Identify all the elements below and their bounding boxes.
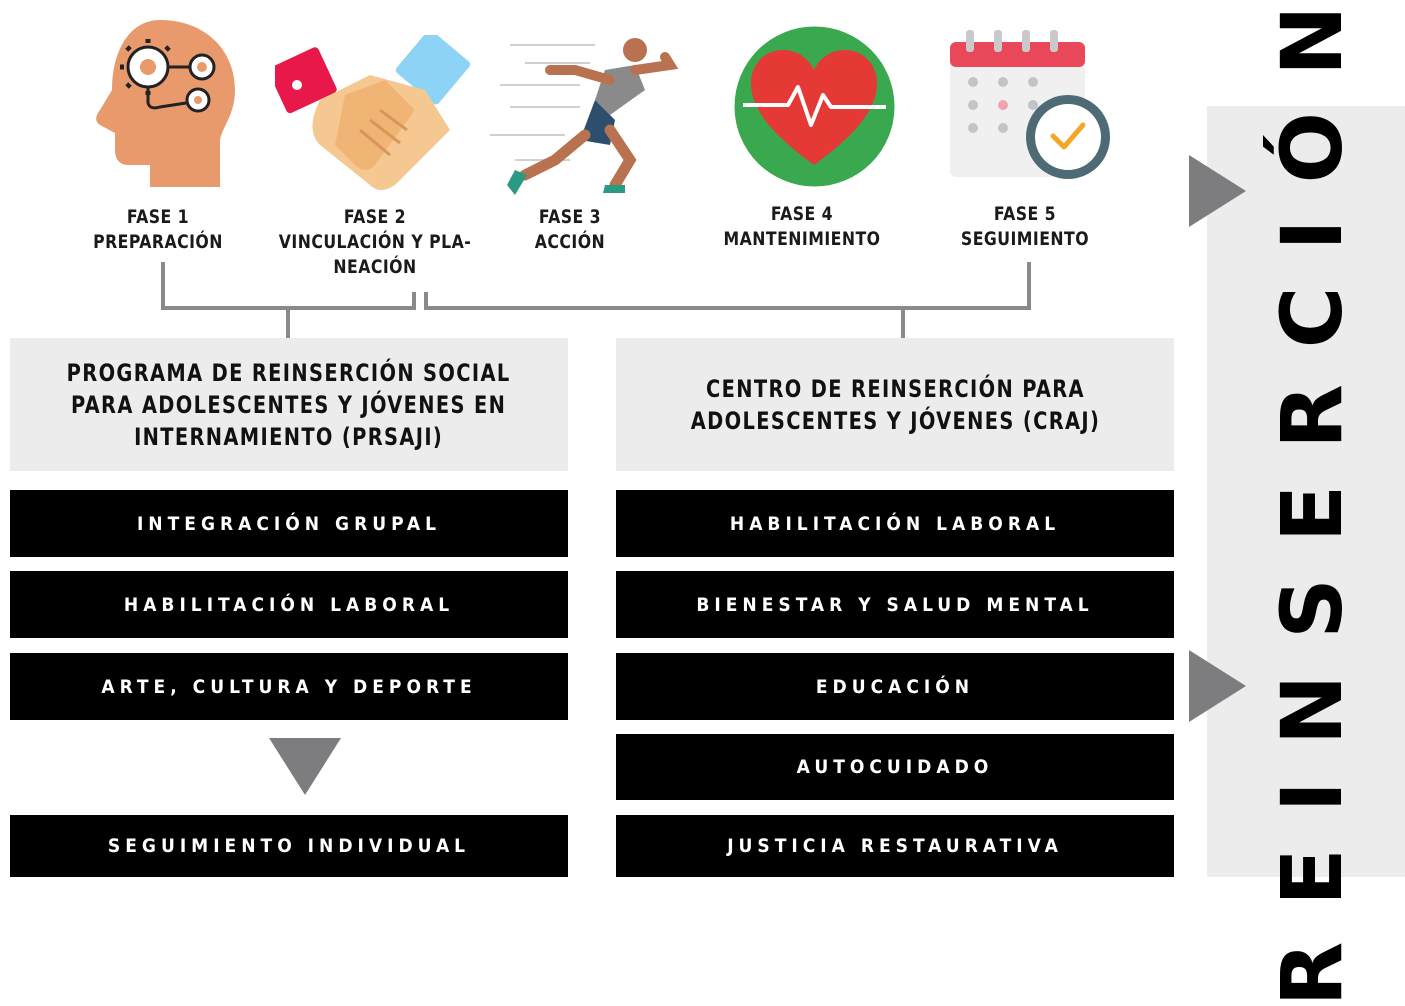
craj-item: JUSTICIA RESTAURATIVA	[616, 815, 1174, 877]
head-gears-icon	[90, 15, 240, 190]
reinsercion-label: REINSERCIÓN	[1263, 0, 1361, 1006]
phase-title: FASE 3	[538, 206, 602, 228]
craj-item: HABILITACIÓN LABORAL	[616, 490, 1174, 557]
prsaji-item: ARTE, CULTURA Y DEPORTE	[10, 653, 568, 720]
program-prsaji-title-line1: PROGRAMA DE REINSERCIÓN SOCIAL	[67, 358, 511, 387]
program-prsaji-box: PROGRAMA DE REINSERCIÓN SOCIAL PARA ADOL…	[10, 338, 568, 471]
phase-5-label: FASE 5 SEGUIMIENTO	[951, 202, 1098, 252]
program-craj-box: CENTRO DE REINSERCIÓN PARA ADOLESCENTES …	[616, 338, 1174, 471]
phase-title: FASE 2	[343, 206, 407, 228]
phase-1-label: FASE 1 PREPARACIÓN	[84, 205, 231, 255]
handshake-icon	[275, 35, 470, 200]
phase-2-label: FASE 2 VINCULACIÓN Y PLA- NEACIÓN	[278, 205, 471, 280]
program-prsaji-title-line2: PARA ADOLESCENTES Y JÓVENES EN	[71, 390, 507, 419]
program-craj-title-line2: ADOLESCENTES Y JÓVENES (CRAJ)	[690, 406, 1100, 435]
phase-name: ACCIÓN	[534, 231, 606, 253]
bracket-left-vertical-b	[412, 292, 416, 310]
phase-name-line1: VINCULACIÓN Y PLA-	[278, 231, 472, 253]
prsaji-item: HABILITACIÓN LABORAL	[10, 571, 568, 638]
phase-name: PREPARACIÓN	[93, 231, 223, 253]
right-arrow-icon	[1189, 155, 1246, 227]
runner-icon	[485, 35, 680, 200]
reinsercion-panel	[1207, 106, 1405, 877]
heart-pulse-icon	[733, 25, 896, 188]
bracket-left-vertical-a	[161, 262, 165, 310]
bracket-left-stem	[286, 308, 290, 340]
phase-title: FASE 5	[993, 203, 1057, 225]
bracket-right-horizontal	[424, 306, 1031, 310]
craj-item: EDUCACIÓN	[616, 653, 1174, 720]
program-prsaji-title-line3: INTERNAMIENTO (PRSAJI)	[134, 422, 444, 451]
prsaji-item: INTEGRACIÓN GRUPAL	[10, 490, 568, 557]
down-arrow-icon	[269, 738, 341, 795]
phase-name: SEGUIMIENTO	[960, 228, 1090, 250]
prsaji-final-item: SEGUIMIENTO INDIVIDUAL	[10, 815, 568, 877]
program-craj-title-line1: CENTRO DE REINSERCIÓN PARA	[705, 374, 1085, 403]
phase-title: FASE 1	[126, 206, 190, 228]
right-arrow-icon	[1189, 650, 1246, 722]
bracket-right-vertical-a	[424, 292, 428, 310]
bracket-right-stem	[901, 308, 905, 340]
phase-4-label: FASE 4 MANTENIMIENTO	[719, 202, 885, 252]
calendar-clock-icon	[948, 22, 1118, 187]
craj-item: AUTOCUIDADO	[616, 734, 1174, 800]
phase-name: MANTENIMIENTO	[723, 228, 881, 250]
bracket-right-vertical-b	[1027, 262, 1031, 310]
phase-name-line2: NEACIÓN	[333, 256, 417, 278]
phase-3-label: FASE 3 ACCIÓN	[506, 205, 635, 255]
craj-item: BIENESTAR Y SALUD MENTAL	[616, 571, 1174, 638]
phase-title: FASE 4	[770, 203, 834, 225]
